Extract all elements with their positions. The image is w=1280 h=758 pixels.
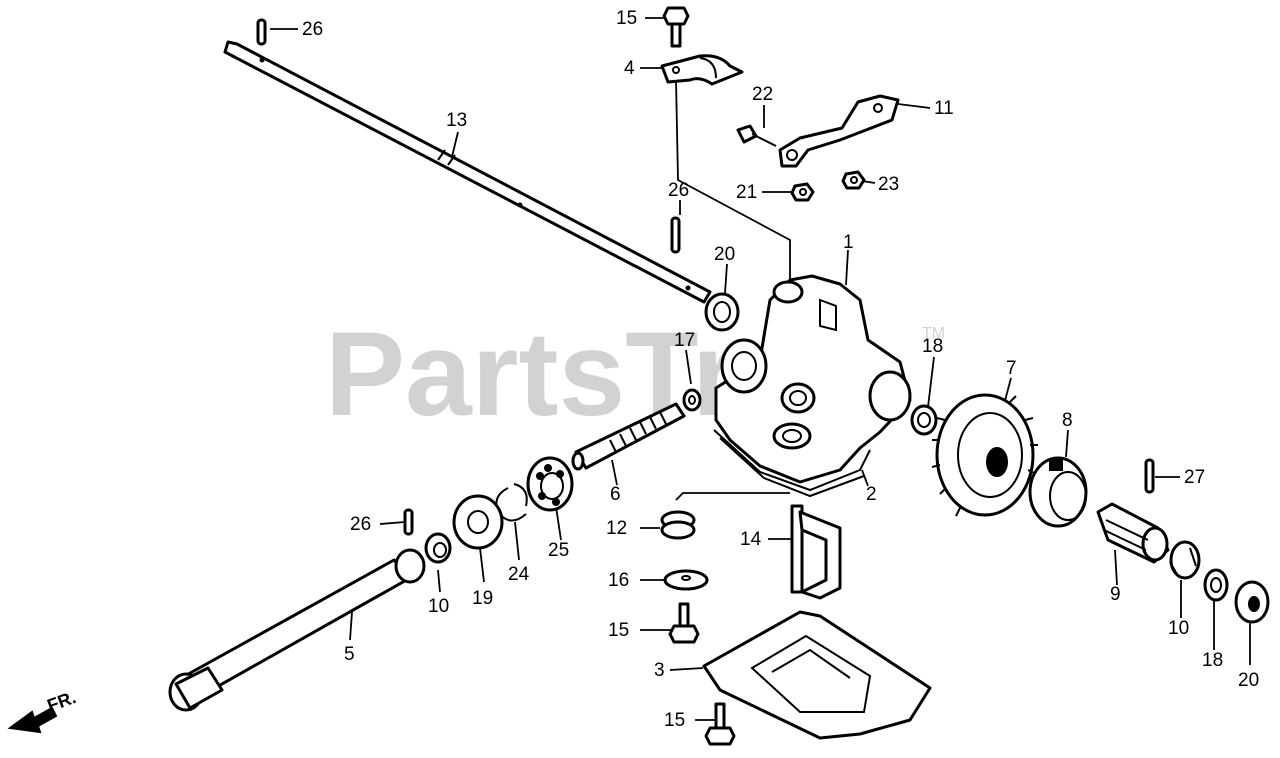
callout-19: 19 bbox=[472, 588, 493, 609]
part-pin-27 bbox=[1144, 458, 1155, 494]
part-bolt-15-bottom bbox=[704, 702, 736, 746]
part-nut-23 bbox=[841, 170, 866, 190]
callout-6: 6 bbox=[610, 484, 621, 505]
callout-24: 24 bbox=[508, 564, 530, 585]
callout-2: 2 bbox=[866, 484, 877, 505]
part-seal-12 bbox=[660, 510, 696, 540]
callout-21: 21 bbox=[736, 182, 757, 203]
part-bolt-15-top bbox=[662, 6, 690, 48]
part-gearcase-1 bbox=[714, 274, 912, 484]
watermark-trademark: TM bbox=[922, 325, 945, 342]
callout-20-upper: 20 bbox=[714, 244, 735, 265]
front-arrow-icon bbox=[7, 706, 58, 734]
part-shaft-14 bbox=[223, 40, 712, 304]
callout-15-bottom: 15 bbox=[664, 710, 685, 731]
callout-15-middle: 15 bbox=[608, 620, 629, 641]
part-gasket-2 bbox=[713, 429, 871, 498]
part-bearing-20-right bbox=[1234, 580, 1270, 624]
callout-1: 1 bbox=[843, 232, 854, 253]
callout-18-right: 18 bbox=[1202, 650, 1223, 671]
callout-4: 4 bbox=[624, 58, 635, 79]
part-washer-16 bbox=[663, 569, 709, 591]
part-bushing-10-right bbox=[1169, 540, 1201, 580]
callout-10-left: 10 bbox=[428, 596, 449, 617]
callout-17: 17 bbox=[674, 330, 695, 351]
part-seal-20-upper bbox=[704, 292, 740, 332]
callout-5: 5 bbox=[344, 644, 355, 665]
part-pin-26-top bbox=[256, 18, 267, 46]
callout-14: 13 bbox=[446, 110, 467, 131]
part-bushing-10-left bbox=[424, 532, 452, 564]
part-clamp-4 bbox=[660, 54, 744, 86]
callout-9: 9 bbox=[1110, 584, 1121, 605]
part-nut-21 bbox=[790, 182, 815, 202]
callout-25: 25 bbox=[548, 540, 569, 561]
part-lever-11 bbox=[778, 94, 900, 168]
callout-18-center: 18 bbox=[922, 336, 943, 357]
callout-labels: 26 13 15 4 22 11 21 23 26 20 1 17 18 7 8… bbox=[302, 8, 1259, 731]
leader-lines bbox=[270, 17, 1251, 721]
part-washer-18-right bbox=[1203, 568, 1229, 602]
part-bearing-25 bbox=[526, 456, 574, 512]
callout-8: 8 bbox=[1062, 410, 1073, 431]
callout-3: 3 bbox=[654, 660, 665, 681]
front-label: FR. bbox=[45, 687, 79, 716]
callout-22: 22 bbox=[752, 84, 773, 105]
part-wormshaft-6 bbox=[571, 402, 686, 471]
callout-26-left: 26 bbox=[350, 514, 371, 535]
part-collar-9 bbox=[1096, 502, 1170, 564]
callout-15-top: 15 bbox=[616, 8, 637, 29]
callout-12: 12 bbox=[606, 518, 627, 539]
front-direction-indicator: FR. bbox=[7, 687, 79, 734]
callout-27: 27 bbox=[1184, 467, 1205, 488]
part-bushing-19 bbox=[452, 494, 504, 550]
part-gear-7 bbox=[931, 393, 1038, 517]
part-washer-17 bbox=[682, 388, 702, 412]
part-pin-26-middle bbox=[670, 216, 681, 254]
callout-23: 23 bbox=[878, 174, 899, 195]
callout-10-right: 10 bbox=[1168, 618, 1189, 639]
part-cover-3 bbox=[702, 610, 932, 740]
callout-11: 11 bbox=[934, 98, 954, 119]
part-axle-5 bbox=[168, 548, 426, 712]
part-fork-13 bbox=[790, 504, 842, 600]
part-bolt-22 bbox=[736, 124, 777, 147]
callout-26-top: 26 bbox=[302, 19, 323, 40]
callout-13: 14 bbox=[740, 529, 762, 550]
callout-16: 16 bbox=[608, 570, 629, 591]
callout-7: 7 bbox=[1006, 358, 1017, 379]
part-bolt-15-middle bbox=[668, 602, 700, 644]
callout-26-middle: 26 bbox=[668, 180, 689, 201]
part-washer-18-center bbox=[910, 404, 938, 436]
part-pin-26-left bbox=[403, 508, 414, 536]
callout-20-right: 20 bbox=[1238, 670, 1259, 691]
part-clutch-8 bbox=[1028, 456, 1088, 528]
